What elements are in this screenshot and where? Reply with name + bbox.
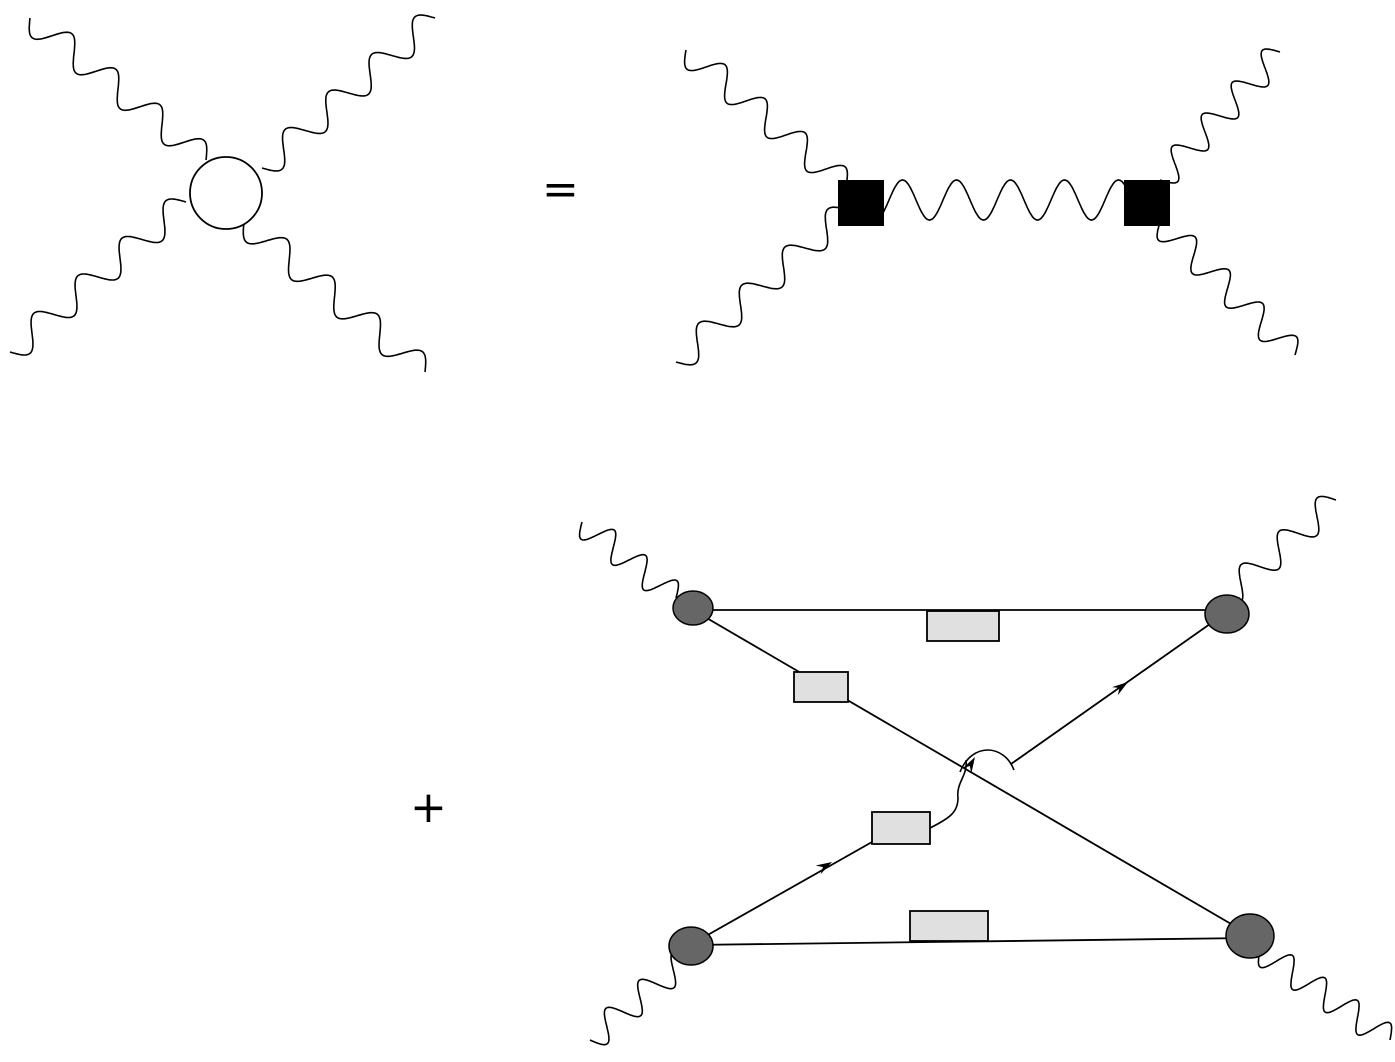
connector-curve xyxy=(929,759,967,829)
lower-arrow-head xyxy=(815,862,832,875)
photon-line-lower-left xyxy=(9,198,187,356)
vertex-bottom-left xyxy=(668,926,714,966)
vertex-top-left xyxy=(672,590,714,626)
propagator-box-lower-diagonal xyxy=(871,811,931,845)
tree-exchange-diagram xyxy=(675,48,1299,366)
loop-vertex-circle xyxy=(189,156,263,230)
upper-arrow-line xyxy=(1010,611,1228,765)
effective-vertex-right xyxy=(1124,180,1170,226)
crossing-arrow-head xyxy=(962,757,975,774)
propagator-box-upper-diagonal xyxy=(793,671,849,703)
photon-line-lower-left xyxy=(675,206,849,366)
box-exchange-diagram xyxy=(578,495,1393,1046)
photon-line-upper-right xyxy=(1221,495,1337,605)
crossing-arc xyxy=(959,749,1015,773)
effective-vertex-left xyxy=(838,180,884,226)
photon-line-upper-left xyxy=(28,17,208,161)
equals-sign: = xyxy=(542,164,579,215)
photon-line-lower-right xyxy=(1156,221,1299,356)
photon-line-lower-right xyxy=(1257,949,1393,1041)
propagator-box-top xyxy=(926,610,1000,642)
exchange-photon-line xyxy=(861,179,1133,221)
vertex-bottom-right xyxy=(1225,913,1275,959)
lower-arrow-line xyxy=(689,841,873,946)
photon-line-upper-right xyxy=(261,14,436,172)
upper-arrow-head xyxy=(1112,682,1128,696)
loop-vertex-diagram xyxy=(9,14,436,373)
photon-line-upper-left xyxy=(578,521,680,599)
propagator-box-bottom xyxy=(909,910,989,942)
photon-line-upper-right xyxy=(1159,48,1281,184)
photon-line-lower-left xyxy=(589,950,691,1046)
plus-sign: + xyxy=(410,782,447,833)
photon-line-lower-right xyxy=(242,221,427,373)
vertex-top-right xyxy=(1204,594,1250,634)
photon-line-upper-left xyxy=(683,49,849,187)
